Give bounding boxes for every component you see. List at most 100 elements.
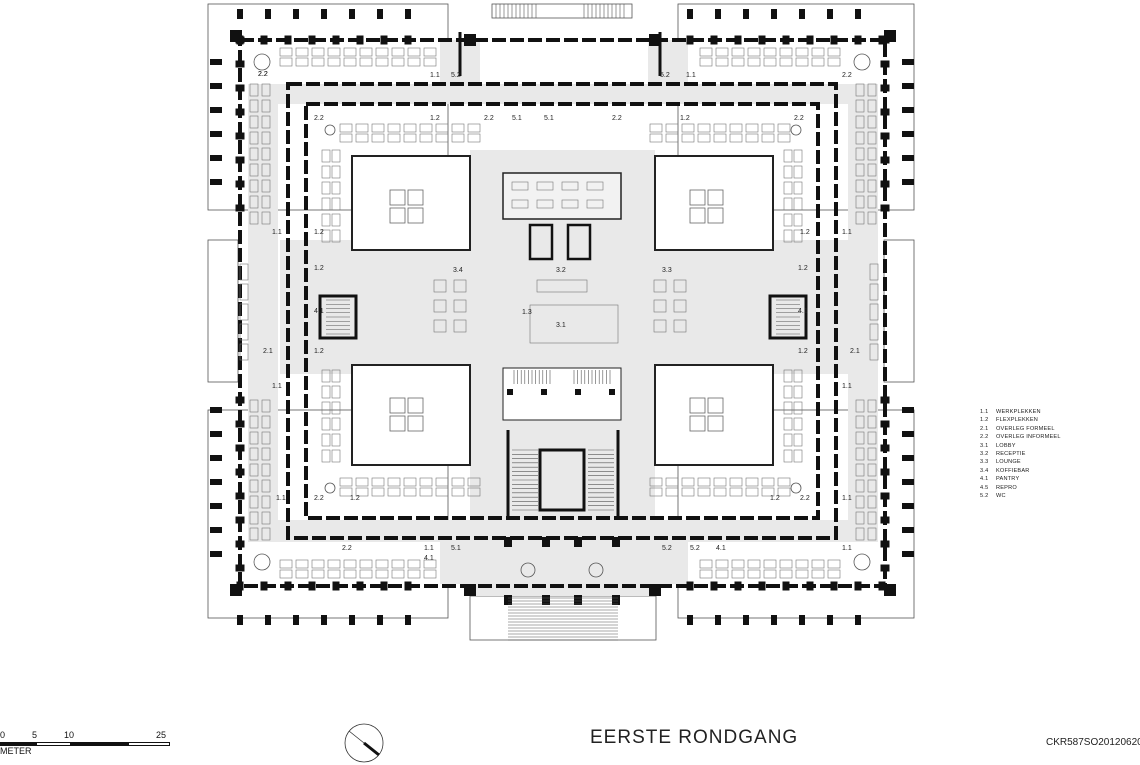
desk (783, 181, 793, 195)
room-label: 1.1 (842, 229, 852, 236)
desk (419, 133, 433, 143)
room-label: 1.3 (522, 309, 532, 316)
desk (403, 123, 417, 133)
desk (343, 569, 357, 579)
skylight-pane (689, 207, 706, 224)
scale-tick-0: 0 (0, 730, 6, 740)
desk (249, 147, 259, 161)
room-label: 5.1 (512, 115, 522, 122)
desk (261, 115, 271, 129)
desk (665, 477, 679, 487)
column (293, 615, 299, 625)
desk (697, 487, 711, 497)
desk (419, 487, 433, 497)
drawing-number: CKR587SO20120620 (1046, 737, 1140, 748)
desk (387, 123, 401, 133)
column (734, 35, 742, 45)
desk (451, 477, 465, 487)
desk (403, 487, 417, 497)
column (880, 84, 890, 92)
column (504, 537, 512, 547)
desk (697, 477, 711, 487)
skylight-pane (707, 207, 724, 224)
desk (249, 431, 259, 445)
desk (331, 149, 341, 163)
desk (761, 487, 775, 497)
desk (779, 559, 793, 569)
column (902, 455, 914, 461)
desk (681, 123, 695, 133)
desk (261, 131, 271, 145)
column (210, 551, 222, 557)
legend-label: LOUNGE (996, 459, 1021, 466)
desk (261, 399, 271, 413)
desk (827, 559, 841, 569)
skylight-pane (707, 189, 724, 206)
skylight-pane (389, 415, 406, 432)
column (902, 83, 914, 89)
column (855, 615, 861, 625)
column (237, 615, 243, 625)
room-label: 5.2 (690, 545, 700, 552)
desk (419, 123, 433, 133)
desk (867, 163, 877, 177)
legend-label: FLEXPLEKKEN (996, 417, 1038, 424)
desk (343, 57, 357, 67)
desk (855, 115, 865, 129)
column (332, 35, 340, 45)
desk (331, 181, 341, 195)
desk (331, 449, 341, 463)
desk (435, 133, 449, 143)
corridors (248, 40, 878, 596)
desk (699, 559, 713, 569)
column (715, 9, 721, 19)
desk (261, 211, 271, 225)
desk (261, 447, 271, 461)
desk (793, 213, 803, 227)
column (575, 389, 581, 395)
desk (763, 47, 777, 57)
column (854, 581, 862, 591)
column (210, 59, 222, 65)
column (380, 35, 388, 45)
desk (715, 47, 729, 57)
desk (715, 569, 729, 579)
desk (339, 123, 353, 133)
column (405, 9, 411, 19)
desk (279, 47, 293, 57)
desk (715, 559, 729, 569)
corner-pillar (230, 584, 242, 596)
column (880, 564, 890, 572)
desk (371, 123, 385, 133)
stairs (326, 4, 800, 641)
desk (391, 57, 405, 67)
drawing-title: EERSTE RONDGANG (590, 727, 799, 748)
desk (355, 477, 369, 487)
scale-bar: 0 5 10 25 METER (0, 730, 180, 760)
room-label: 1.2 (430, 115, 440, 122)
desk (331, 197, 341, 211)
desk (331, 165, 341, 179)
desk (249, 83, 259, 97)
room-label: 5.1 (544, 115, 554, 122)
desk (249, 179, 259, 193)
column (542, 537, 550, 547)
desk (855, 415, 865, 429)
desk (867, 131, 877, 145)
desk (279, 569, 293, 579)
desk (331, 229, 341, 243)
desk (867, 115, 877, 129)
desk (371, 477, 385, 487)
desk (586, 199, 604, 209)
desk (239, 263, 249, 281)
column (902, 107, 914, 113)
column (902, 407, 914, 413)
column (902, 155, 914, 161)
column (686, 581, 694, 591)
desk (249, 447, 259, 461)
desk (423, 559, 437, 569)
room-label: 1.2 (314, 229, 324, 236)
